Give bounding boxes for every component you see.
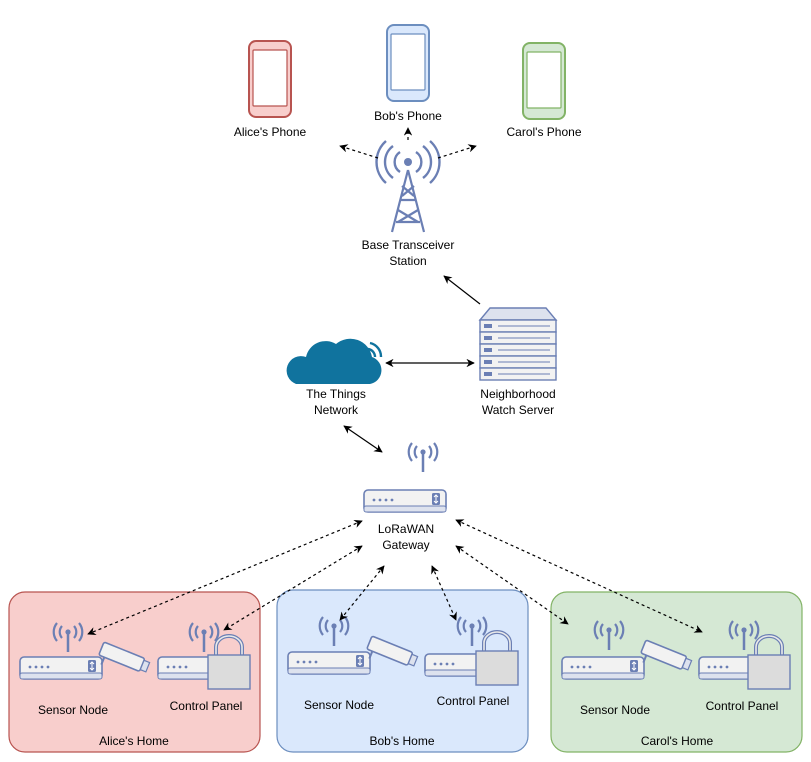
edge-gateway-alice-sensor: [87, 519, 363, 636]
server-rack-icon: [478, 307, 558, 381]
edge-server-tower: [443, 275, 481, 305]
sensor-node-label: Sensor Node: [38, 703, 108, 717]
bob-phone-label: Bob's Phone: [374, 109, 442, 123]
home-carol: Sensor Node Control Panel Carol's Home: [550, 591, 803, 753]
alice-phone-label: Alice's Phone: [234, 125, 307, 139]
carol-phone-label: Carol's Phone: [507, 125, 582, 139]
the-things-network: The Things Network: [286, 338, 383, 417]
server-label-1: Neighborhood: [480, 387, 555, 401]
control-panel-label: Control Panel: [437, 694, 510, 708]
ttn-label-2: Network: [314, 403, 359, 417]
alice-sensor-node: Sensor Node: [19, 621, 152, 717]
ttn-label-1: The Things: [306, 387, 366, 401]
edge-tower-alice-phone: [339, 144, 379, 159]
carol-control-panel: Control Panel: [698, 619, 792, 713]
carol-sensor-node: Sensor Node: [561, 619, 694, 717]
gateway-label-1: LoRaWAN: [378, 522, 434, 536]
base-station-label-2: Station: [389, 254, 426, 268]
neighborhood-watch-server: Neighborhood Watch Server: [478, 307, 558, 417]
alice-phone: Alice's Phone: [234, 40, 307, 139]
alice-control-panel: Control Panel: [157, 621, 252, 713]
router-icon: [287, 651, 371, 675]
lorawan-gateway: LoRaWAN Gateway: [363, 441, 447, 552]
control-panel-label: Control Panel: [706, 699, 779, 713]
home-alice-label: Alice's Home: [99, 734, 169, 748]
cloud-icon: [286, 338, 383, 384]
gateway-antenna-icon: [407, 441, 439, 474]
server-label-2: Watch Server: [482, 403, 554, 417]
home-carol-label: Carol's Home: [641, 734, 714, 748]
edge-ttn-gateway: [343, 425, 383, 453]
home-alice: Sensor Node Control Panel Alice's Home: [8, 591, 261, 753]
cell-tower-icon: [375, 140, 441, 233]
base-station-label-1: Base Transceiver: [362, 238, 455, 252]
base-transceiver-station: Base Transceiver Station: [362, 140, 455, 268]
bob-sensor-node: Sensor Node: [287, 615, 420, 712]
control-panel-label: Control Panel: [170, 699, 243, 713]
edge-gateway-bob-panel: [431, 565, 457, 621]
bob-control-panel: Control Panel: [424, 615, 520, 708]
carol-phone: Carol's Phone: [507, 42, 582, 139]
router-icon: [561, 656, 645, 680]
gateway-label-2: Gateway: [382, 538, 429, 552]
sensor-node-label: Sensor Node: [580, 703, 650, 717]
bob-phone: Bob's Phone: [374, 24, 442, 123]
sensor-node-label: Sensor Node: [304, 698, 374, 712]
edge-gateway-alice-panel: [223, 545, 363, 631]
home-bob-label: Bob's Home: [370, 734, 435, 748]
router-icon: [19, 656, 103, 680]
gateway-router-icon: [363, 489, 447, 513]
edge-tower-carol-phone: [437, 144, 477, 159]
connectors: [87, 127, 703, 636]
home-bob: Sensor Node Control Panel Bob's Home: [276, 589, 529, 753]
